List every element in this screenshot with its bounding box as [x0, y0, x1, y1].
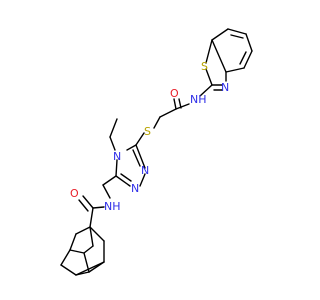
atom-label-triazole-n2: N	[131, 182, 139, 195]
bond	[115, 159, 118, 177]
bond	[82, 195, 94, 209]
atom-label-nitrogen-benzothiazole: N	[221, 81, 229, 94]
atom-label-thioether-sulfur: S	[144, 125, 151, 138]
bond	[69, 233, 77, 251]
bond	[69, 249, 85, 254]
atom-label-triazole-n4: N	[113, 150, 121, 163]
bond	[92, 206, 105, 209]
atom-labels: S N NH O S N N N O NH	[70, 60, 229, 213]
bond	[120, 173, 132, 182]
bond	[89, 226, 105, 242]
bond	[230, 34, 244, 39]
bond	[205, 39, 213, 64]
bond	[60, 264, 77, 276]
bond	[243, 50, 253, 69]
bond	[227, 28, 247, 35]
bond	[211, 28, 229, 41]
bond	[126, 144, 137, 151]
bond	[205, 68, 213, 86]
atom-label-amide-nh: NH	[190, 93, 207, 106]
bond	[199, 84, 213, 97]
atom-label-carbonyl-oxygen: O	[170, 87, 179, 100]
bond	[89, 226, 94, 247]
bond	[89, 207, 94, 228]
bond	[109, 118, 118, 138]
bond	[102, 175, 117, 186]
background	[0, 0, 300, 300]
atom-label-amide-nh-2: NH	[104, 200, 121, 213]
bond	[211, 39, 227, 73]
bond	[135, 132, 145, 146]
bond	[132, 149, 141, 167]
atom-label-sulfur-benzothiazole: S	[201, 60, 208, 73]
bond	[135, 144, 146, 169]
bond	[75, 261, 105, 276]
bond	[173, 98, 177, 110]
bonds	[60, 28, 253, 276]
bond	[75, 226, 91, 235]
bond	[178, 98, 182, 109]
bond	[60, 249, 71, 266]
bond	[115, 175, 131, 187]
bond	[159, 108, 177, 118]
bond	[109, 136, 116, 151]
bond	[83, 245, 94, 254]
bond	[102, 184, 111, 199]
bond	[139, 173, 146, 187]
bond	[225, 67, 245, 73]
bond	[153, 116, 161, 129]
bond	[245, 33, 253, 52]
bond	[78, 199, 89, 212]
molecule-diagram: S N NH O S N N N O NH	[0, 0, 300, 300]
bond	[239, 51, 247, 65]
atom-label-triazole-n1: N	[141, 164, 149, 177]
bond	[175, 103, 190, 110]
atom-label-amide-oxygen: O	[70, 187, 79, 200]
